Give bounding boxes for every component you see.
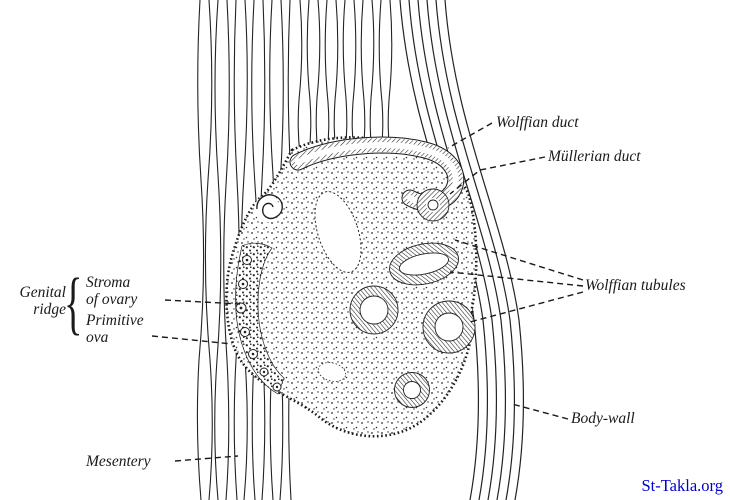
central-lumen-shape [314, 191, 362, 273]
genital-ridge-mass [225, 136, 478, 438]
leader-body-wall [511, 403, 569, 420]
spiral-curl-shape [254, 194, 283, 222]
label-wolffian-tubules: Wolffian tubules [585, 277, 686, 294]
leader-stroma [164, 299, 241, 305]
lower-lumen-shape [317, 362, 347, 382]
mullerian-duct-shape [416, 188, 450, 222]
label-genital-ridge: Genital ridge [19, 284, 67, 319]
leader-lines [151, 122, 584, 462]
label-body-wall: Body-wall [571, 410, 635, 427]
label-primitive-ova: Primitive ova [86, 312, 144, 347]
leader-wolffian-tubules-3 [469, 291, 584, 323]
leader-mullerian-duct [449, 156, 546, 195]
wolffian-tubule [422, 300, 476, 354]
genital-ridge-brace: { [64, 265, 83, 342]
leader-wolffian-tubules-2 [449, 271, 584, 287]
label-mesentery: Mesentery [86, 453, 151, 470]
body-wall-illustration [399, 0, 524, 500]
label-stroma-of-ovary: Stroma of ovary [86, 274, 138, 309]
leader-mesentery [174, 455, 239, 462]
wolffian-tubule [394, 372, 430, 408]
upper-tissue-illustration [297, 0, 393, 156]
wolffian-tubule [389, 242, 459, 286]
leader-wolffian-tubules-1 [454, 239, 584, 281]
leader-wolffian-duct [447, 122, 493, 149]
ovary-region [235, 242, 285, 395]
leader-primitive-ova [151, 335, 233, 345]
wolffian-tubule [349, 285, 399, 335]
watermark-text: St-Takla.org [641, 476, 724, 495]
label-mullerian-duct: Müllerian duct [548, 148, 641, 165]
label-wolffian-duct: Wolffian duct [496, 114, 579, 131]
